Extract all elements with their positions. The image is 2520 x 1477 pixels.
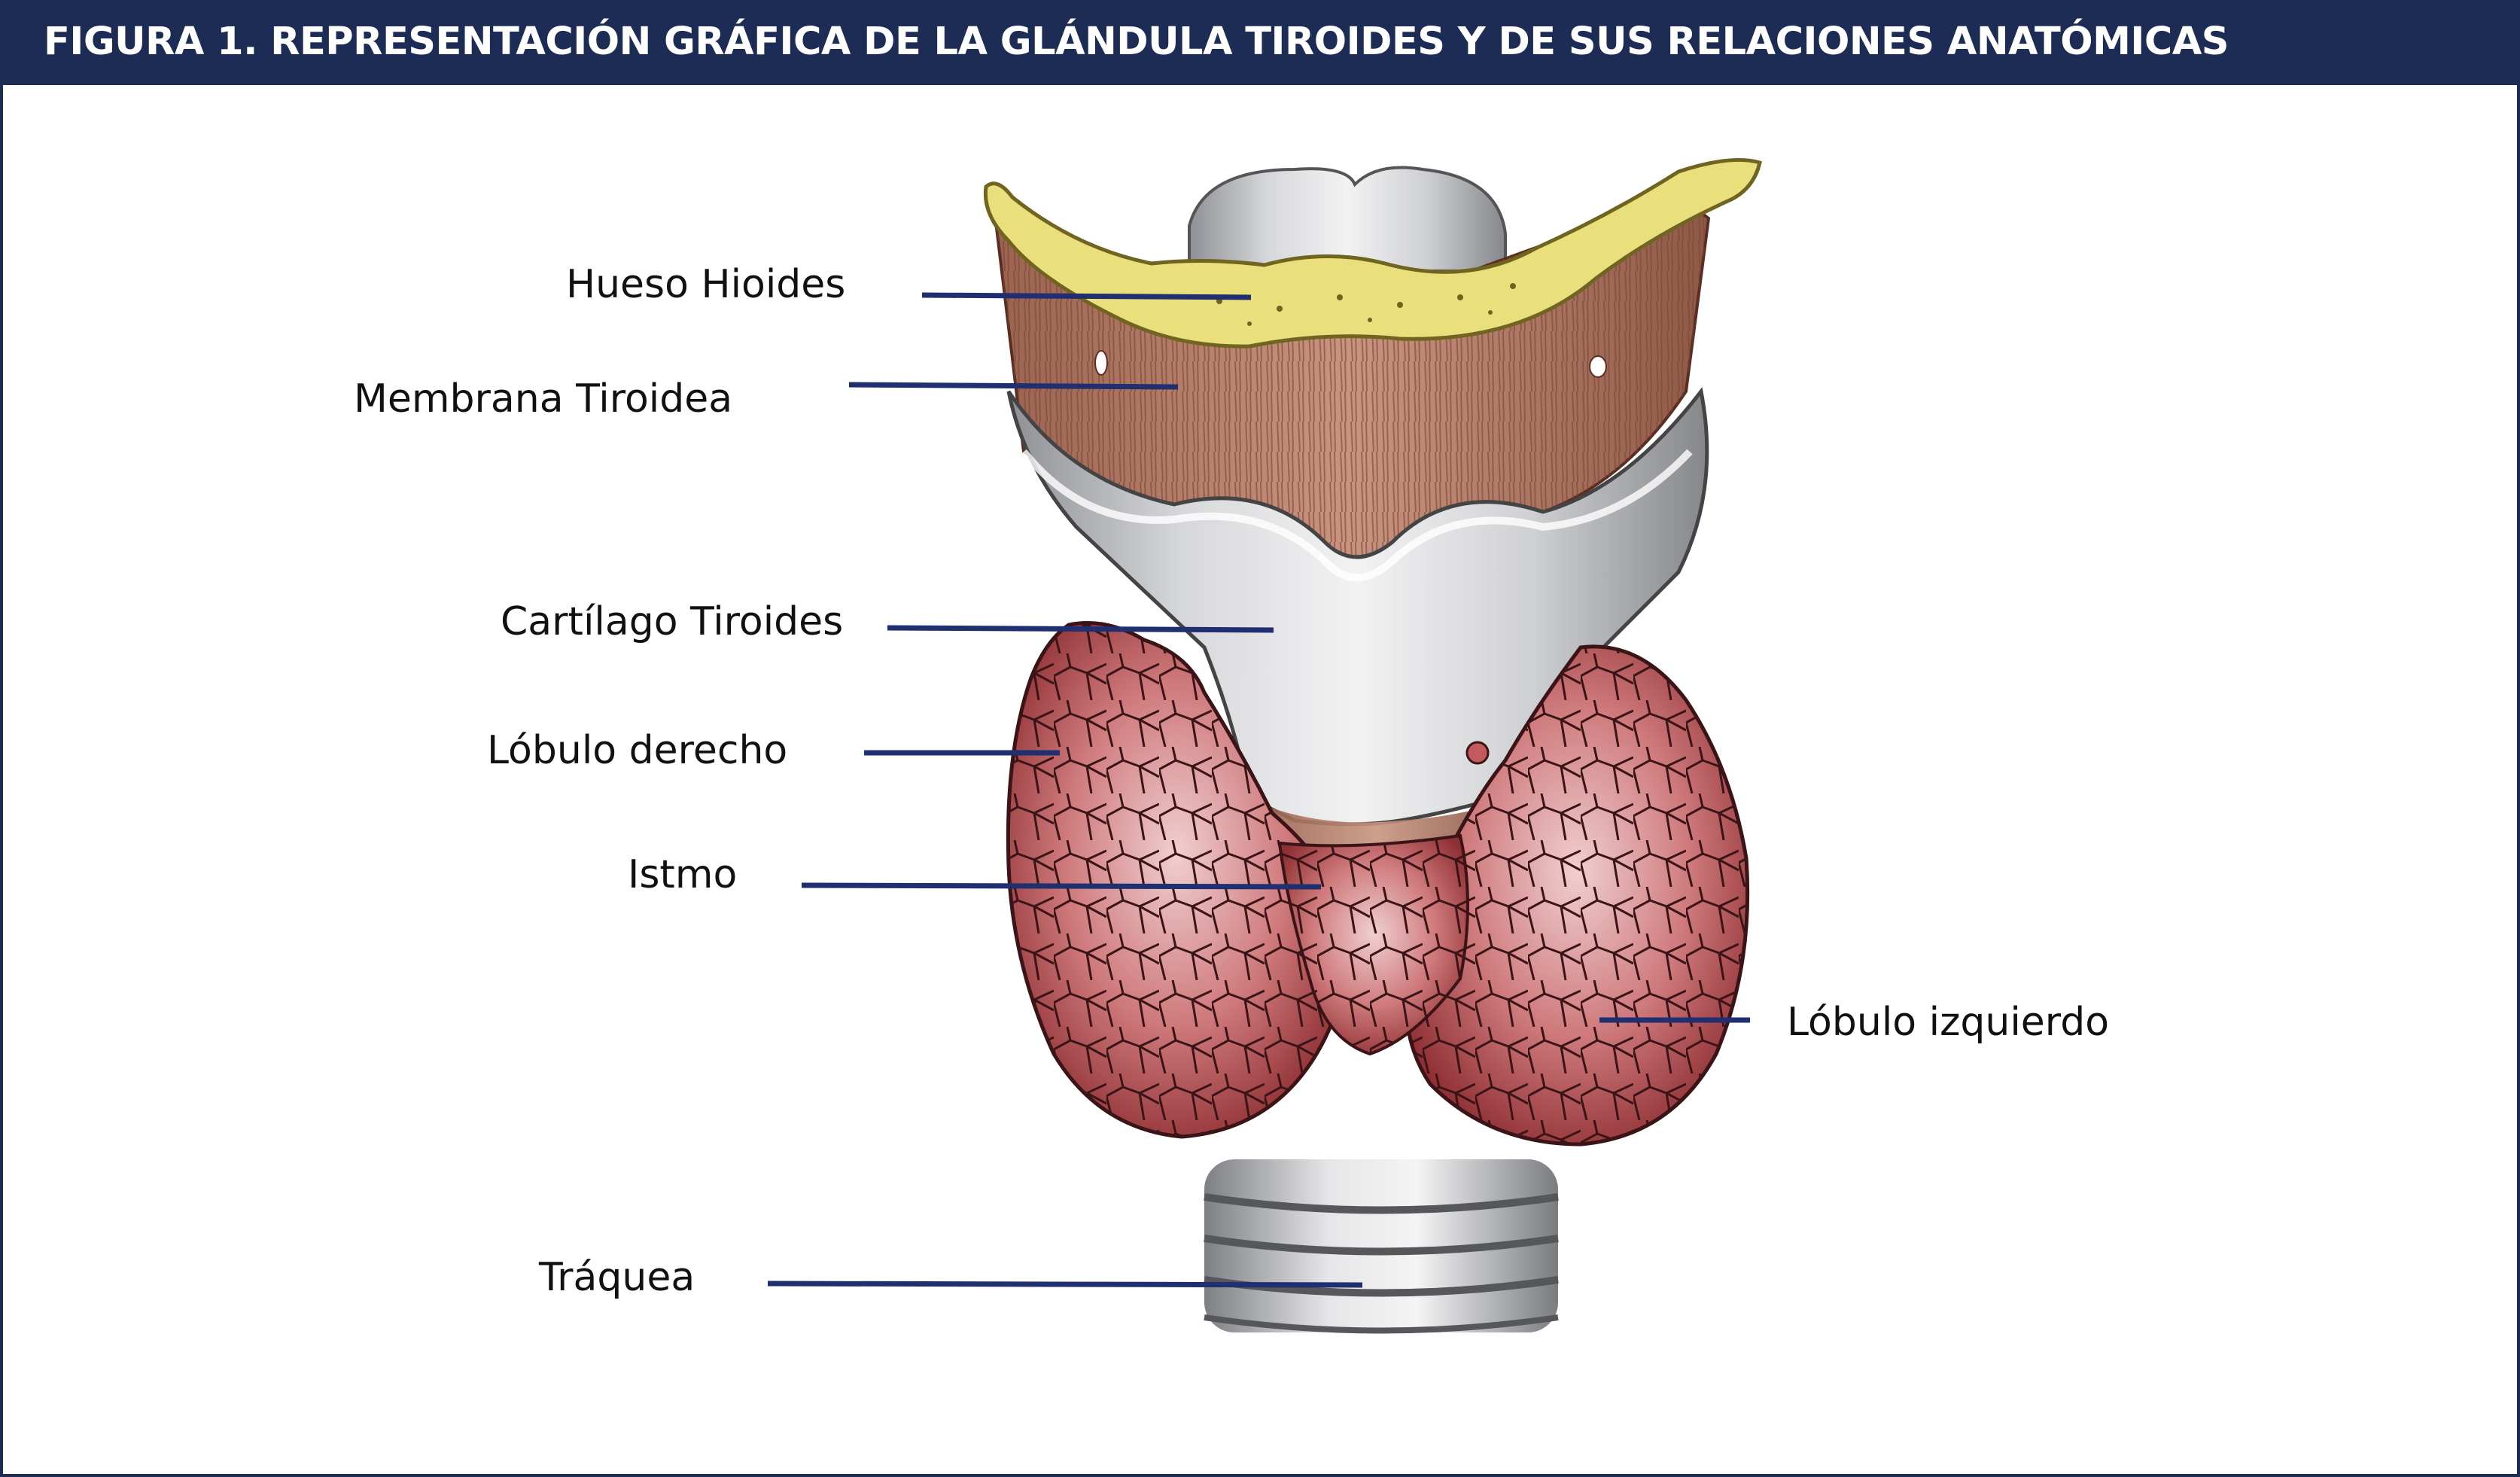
- leader-line-hyoid: [921, 292, 1252, 300]
- label-trachea: Tráquea: [539, 1255, 695, 1300]
- label-cartilage: Cartílago Tiroides: [501, 599, 844, 644]
- leader-line-membrane: [848, 382, 1179, 390]
- right-lobe-shape: [1006, 621, 1347, 1139]
- label-isthmus: Istmo: [628, 852, 738, 897]
- leader-line-cartilage: [887, 625, 1274, 633]
- hyoid-shape: [983, 157, 1762, 349]
- leader-line-trachea: [767, 1281, 1363, 1288]
- label-left-lobe: Lóbulo izquierdo: [1787, 1000, 2110, 1045]
- label-hyoid: Hueso Hioides: [566, 262, 846, 307]
- label-right-lobe: Lóbulo derecho: [487, 728, 788, 773]
- leader-line-isthmus: [801, 882, 1322, 890]
- label-membrane: Membrana Tiroidea: [354, 376, 733, 422]
- figure-title: FIGURA 1. REPRESENTACIÓN GRÁFICA DE LA G…: [44, 20, 2229, 64]
- isthmus-shape: [1277, 833, 1469, 1056]
- epiglottis-shape: [1188, 166, 1507, 273]
- figure-title-bar: FIGURA 1. REPRESENTACIÓN GRÁFICA DE LA G…: [0, 0, 2520, 85]
- trachea-shape: [1204, 1159, 1559, 1334]
